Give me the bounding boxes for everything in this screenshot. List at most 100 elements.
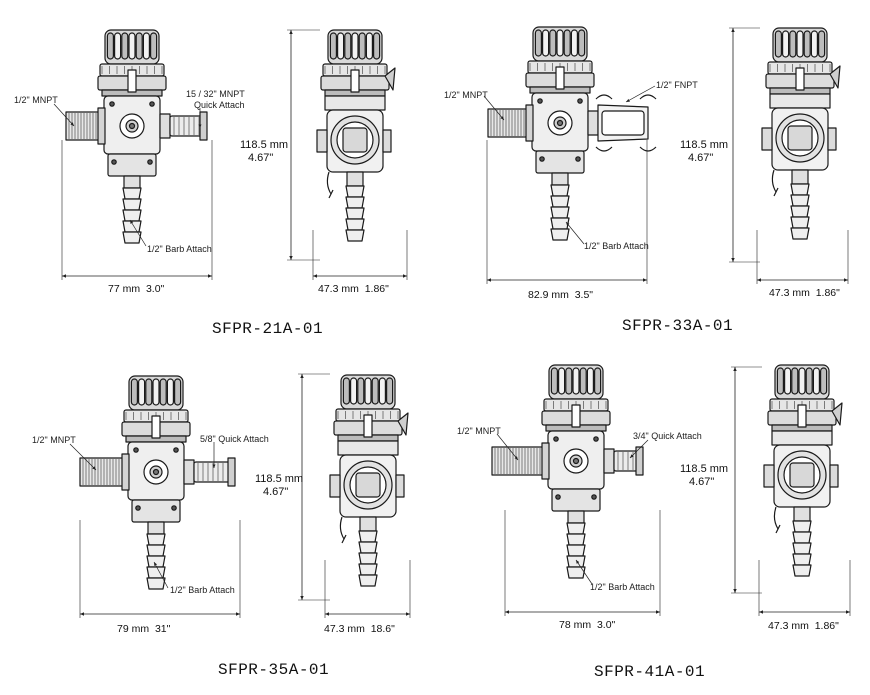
knob-rib [378, 377, 386, 405]
knob-rib [337, 32, 345, 60]
knob-rib [159, 378, 167, 406]
barb-callout: 1/2" Barb Attach [584, 241, 649, 251]
lock-tab [363, 414, 373, 438]
leader-left-port [53, 103, 75, 127]
knob-rib [344, 32, 352, 60]
barb-ring [566, 533, 586, 546]
barb-callout: 1/2" Barb Attach [590, 582, 655, 592]
side-width-dimension: 47.3 mm 1.86" [769, 287, 840, 299]
knob-rib [534, 29, 542, 57]
left-threaded-port [491, 446, 549, 476]
side-port-core [787, 125, 813, 151]
side-barb-ring [790, 183, 810, 196]
side-barb-ring [790, 227, 810, 240]
side-barb-neck [793, 506, 811, 522]
screw [147, 159, 153, 165]
side-port-core [355, 472, 381, 498]
lock-tab [795, 67, 805, 91]
side-barb-ring [792, 542, 812, 555]
side-barb-neck [791, 169, 809, 185]
knob-rib [364, 377, 372, 405]
leader-left-port [496, 433, 519, 461]
side-barb-neck [359, 516, 377, 532]
leader-right-port [629, 439, 649, 459]
side-barb-ring [792, 531, 812, 544]
leader-right-port [625, 85, 656, 103]
width-dimension: 79 mm 31" [117, 623, 171, 635]
quick-attach-end [227, 457, 236, 487]
knob-rib [796, 30, 804, 58]
side-barb-ring [358, 530, 378, 543]
side-left-boss [329, 474, 341, 498]
knob-rib [810, 30, 818, 58]
knob-rib [594, 367, 602, 395]
right-port-callout-line1: 15 / 32" MNPT [186, 89, 245, 99]
side-view-sfpr-35a-01 [329, 374, 409, 587]
screw [133, 447, 139, 453]
barb-ring [122, 209, 142, 222]
barb-ring [122, 231, 142, 244]
side-barb-ring [345, 229, 365, 242]
side-width-dimension: 47.3 mm 18.6" [324, 623, 395, 635]
screw [593, 436, 599, 442]
side-width-dimension: 47.3 mm 1.86" [318, 283, 389, 295]
barb-neck [123, 175, 141, 189]
side-barb-ring [345, 196, 365, 209]
knob-rib [774, 30, 782, 58]
side-collar [337, 440, 399, 456]
side-port-core [789, 462, 815, 488]
side-barb-ring [358, 552, 378, 565]
right-port-callout-line1: 5/8" Quick Attach [200, 434, 269, 444]
barb-ring [566, 566, 586, 579]
knob-rib [556, 29, 564, 57]
nut-wings [595, 94, 657, 152]
knob-rib [121, 32, 129, 60]
barb-ring [550, 217, 570, 230]
center-port-dot [572, 457, 580, 465]
side-left-boss [316, 129, 328, 153]
center-port-dot [128, 122, 136, 130]
quick-attach-end [635, 446, 644, 476]
knob-rib [152, 378, 160, 406]
knob-rib [174, 378, 182, 406]
barb-ring [566, 555, 586, 568]
screw [537, 98, 543, 104]
knob-rib [128, 32, 136, 60]
barb-neck [551, 172, 569, 186]
left-collar [541, 442, 550, 480]
height-dimension-mm: 118.5 mm [680, 463, 729, 475]
knob-rib [357, 377, 365, 405]
knob-rib [550, 367, 558, 395]
side-clip [326, 171, 334, 199]
knob-rib [373, 32, 381, 60]
knob-rib [818, 30, 826, 58]
knob-rib [579, 367, 587, 395]
barb-ring [146, 566, 166, 579]
right-port-callout-line1: 1/2" FNPT [656, 80, 698, 90]
right-collar [603, 448, 615, 474]
knob-rib [342, 377, 350, 405]
side-right-boss [382, 129, 392, 153]
knob-rib [549, 29, 557, 57]
side-barb-ring [790, 205, 810, 218]
knob-rib [130, 378, 138, 406]
barb-neck [567, 510, 585, 524]
screw [135, 505, 141, 511]
knob-rib [805, 367, 813, 395]
width-dimension: 78 mm 3.0" [559, 619, 616, 631]
side-barb-ring [358, 541, 378, 554]
lock-tab [127, 69, 137, 93]
knob-rib [572, 367, 580, 395]
side-width-dimension: 47.3 mm 1.86" [768, 620, 839, 632]
side-port-core [342, 127, 368, 153]
knob-rib [586, 367, 594, 395]
model-label: SFPR-21A-01 [212, 320, 324, 338]
left-port-callout: 1/2" MNPT [32, 435, 76, 445]
knob-rib [371, 377, 379, 405]
left-collar [121, 453, 130, 491]
width-dimension: 77 mm 3.0" [108, 283, 165, 295]
right-port-callout-line2: Quick Attach [194, 100, 245, 110]
knob-rib [166, 378, 174, 406]
